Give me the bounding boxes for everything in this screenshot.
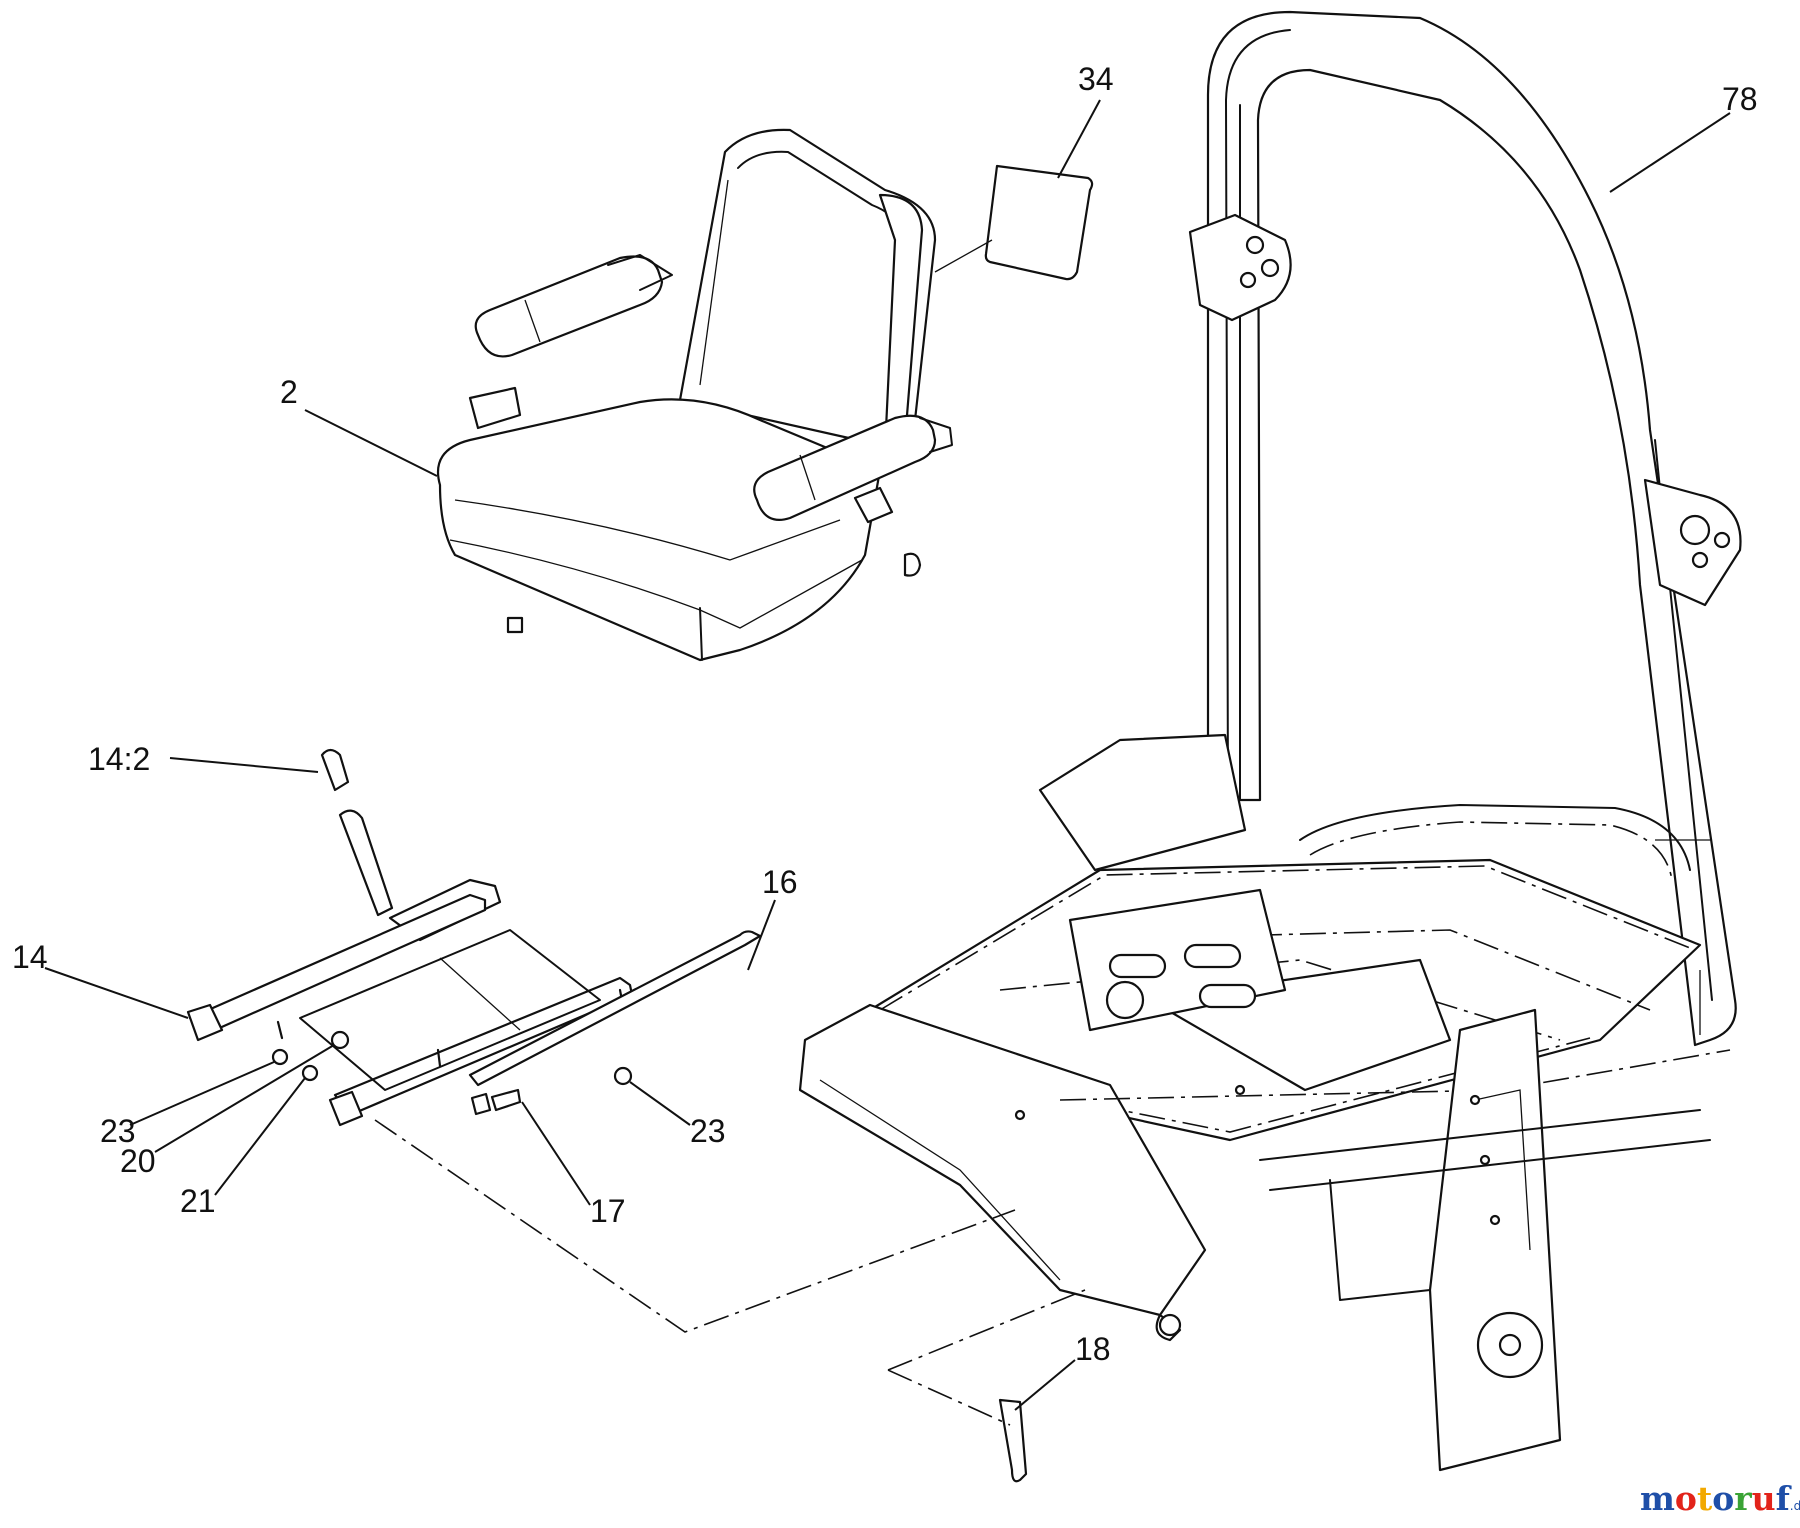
leader-slide [44, 967, 189, 1019]
watermark-letter: m [1640, 1479, 1675, 1518]
callout-rod: 16 [762, 864, 798, 900]
watermark-letter: t [1697, 1479, 1713, 1518]
leader-nut-right [629, 1081, 691, 1126]
watermark-letter: o [1712, 1479, 1734, 1518]
callout-seat: 2 [280, 374, 298, 410]
leader-rod [747, 899, 776, 971]
callout-knob: 14:2 [88, 741, 150, 777]
frame-assembly [798, 733, 1731, 1472]
leader-bolt [521, 1101, 591, 1206]
callout-pin: 18 [1075, 1331, 1111, 1367]
watermark-letter: u [1752, 1479, 1776, 1518]
washer [330, 1030, 350, 1050]
pin [998, 1398, 1028, 1483]
decal-leader [934, 239, 993, 273]
watermark-suffix: .de [1790, 1499, 1800, 1513]
leader-nut-small [214, 1077, 306, 1196]
nut [271, 1048, 289, 1066]
watermark-letter: f [1776, 1479, 1792, 1518]
watermark-letter: r [1734, 1479, 1752, 1518]
callout-decal: 34 [1078, 61, 1114, 97]
bolt-stud [470, 1092, 492, 1116]
callout-slide: 14 [12, 939, 48, 975]
assembly-line [374, 1119, 1016, 1333]
seat-slide-assembly [186, 748, 634, 1127]
callout-rollbar: 78 [1722, 81, 1758, 117]
nut-small [301, 1064, 319, 1082]
callout-nut-right: 23 [690, 1113, 726, 1149]
assembly-line [887, 1369, 1011, 1426]
leader-seat [304, 409, 438, 477]
seat-assembly [436, 128, 953, 662]
leader-nut-left [129, 1061, 275, 1126]
leader-decal [1057, 99, 1101, 179]
callout-nut-left: 23 [100, 1113, 136, 1149]
leader-knob [169, 757, 319, 773]
watermark-logo: motoruf.de [1640, 1479, 1800, 1518]
leader-rollbar [1609, 112, 1731, 193]
svg-text:motoruf.de: motoruf.de [1640, 1479, 1800, 1518]
bolt [490, 1088, 522, 1112]
nut [613, 1066, 633, 1086]
rod [468, 930, 762, 1087]
roll-bar [1188, 10, 1742, 1047]
leader-washer [154, 1044, 335, 1153]
leader-pin [1014, 1359, 1076, 1411]
assembly-line [887, 1289, 1086, 1371]
decal [984, 164, 1094, 281]
callout-nut-small: 21 [180, 1183, 216, 1219]
callout-washer: 20 [120, 1143, 156, 1179]
watermark-letter: o [1675, 1479, 1697, 1518]
callout-bolt: 17 [590, 1193, 626, 1229]
